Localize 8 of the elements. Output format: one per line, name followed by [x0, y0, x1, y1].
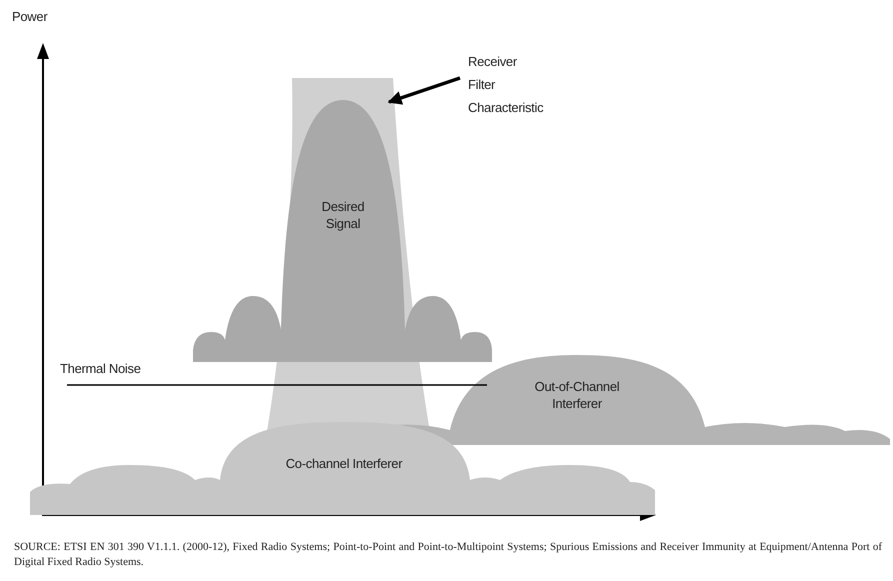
callout-text: Receiver Filter Characteristic: [468, 53, 544, 117]
arrow: [388, 76, 461, 105]
region-label: Out-of-Channel Interferer: [534, 378, 620, 412]
axis-label: Power: [12, 9, 48, 24]
source-caption: SOURCE: ETSI EN 301 390 V1.1.1. (2000-12), Fixed Radio Systems; Point-to-Point and Point-to-Multipoint Systems; Spurious Emissions and Receiver Immunity at Equipment/Antenna Port of Digital Fixed Radio Systems.: [14, 540, 882, 570]
region-label: Co-channel Interferer: [284, 455, 404, 472]
noise-level-label: Thermal Noise: [60, 361, 141, 376]
region-label: Desired Signal: [320, 198, 366, 232]
